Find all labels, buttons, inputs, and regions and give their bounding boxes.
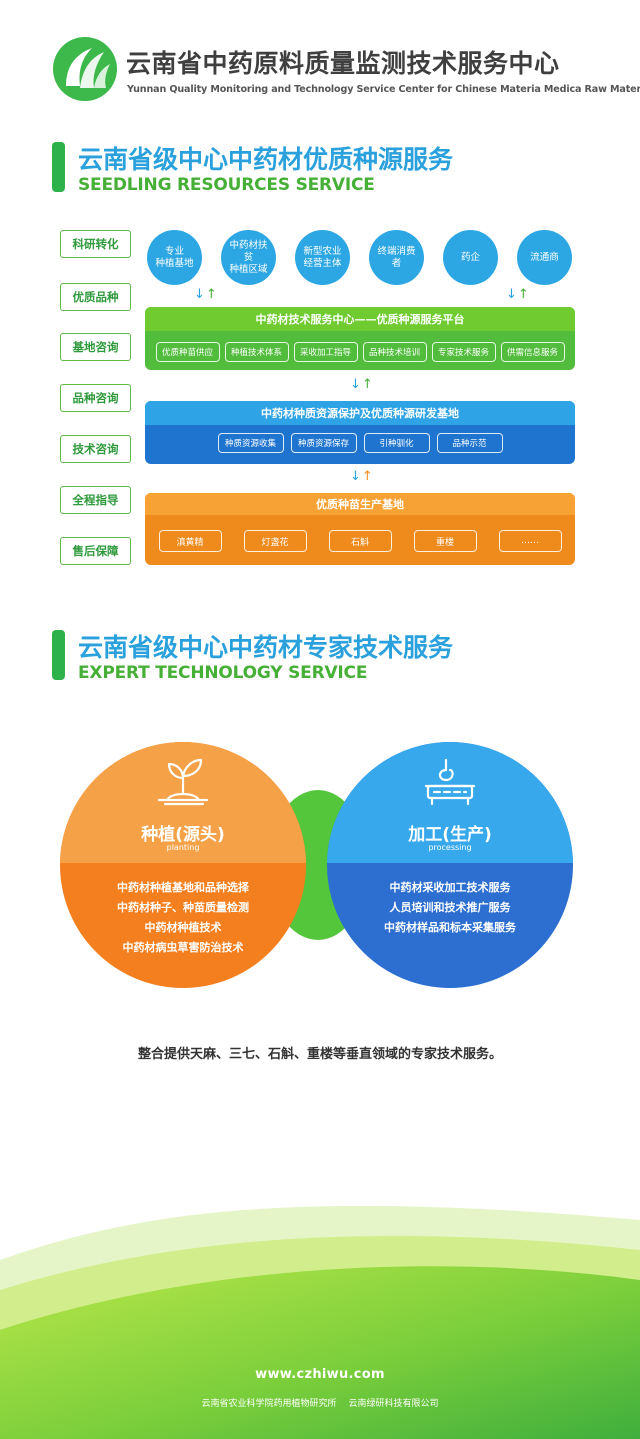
service-platform-panel: 中药材技术服务中心——优质种源服务平台 优质种苗供应 种植技术体系 采收加工指导…: [145, 307, 575, 370]
base-item: 引种驯化: [363, 433, 430, 453]
list-item: 中药材种子、种苗质量检测: [117, 901, 249, 914]
section-title-zh: 云南省级中心中药材专家技术服务: [78, 633, 454, 662]
processing-title: 加工(生产): [408, 825, 492, 845]
tag-after-sales: 售后保障: [60, 537, 131, 565]
base-item: 种质资源保存: [290, 433, 357, 453]
arrow-down-icon: ↓: [350, 469, 361, 484]
flow-arrows: ↓↑: [506, 288, 529, 301]
footer-organizations: 云南省农业科学院药用植物研究所 云南绿研科技有限公司: [0, 1396, 640, 1409]
list-item: 中药材病虫草害防治技术: [122, 941, 244, 954]
arrow-up-icon: ↑: [205, 287, 217, 302]
production-item: 滇黄精: [158, 530, 222, 552]
client-label-line1: 专业: [164, 245, 184, 257]
list-item: 中药材种植基地和品种选择: [117, 881, 249, 894]
platform-item: 供需信息服务: [500, 342, 565, 362]
circle-header: 加工(生产) processing: [327, 742, 573, 863]
flow-arrows: ↓↑: [350, 470, 373, 483]
planting-subtitle: planting: [166, 843, 200, 852]
processing-machine-icon: [424, 758, 476, 806]
base-item: 种质资源收集: [217, 433, 284, 453]
production-item: 石斛: [328, 530, 392, 552]
org-name: 云南省中药原料质量监测技术服务中心: [126, 49, 560, 78]
client-circle: 流通商: [517, 230, 572, 285]
seedling-production-panel: 优质种苗生产基地 滇黄精 灯盏花 石斛 重楼 ……: [145, 493, 575, 565]
footer-org-name: 云南绿研科技有限公司: [348, 1399, 439, 1409]
base-item: 品种示范: [436, 433, 503, 453]
section-accent-bar: [52, 630, 65, 680]
client-label-line1: 中药材扶贫: [229, 239, 268, 263]
panel-title: 优质种苗生产基地: [145, 493, 575, 515]
section-title-seedling: 云南省级中心中药材优质种源服务 SEEDLING RESOURCES SERVI…: [52, 140, 592, 196]
arrow-down-icon: ↓: [506, 287, 517, 302]
section-title-en: EXPERT TECHNOLOGY SERVICE: [78, 663, 368, 683]
client-label-line2: 种植基地: [155, 257, 194, 269]
section-title-zh: 云南省级中心中药材优质种源服务: [78, 145, 454, 174]
pill-row: 种质资源收集 种质资源保存 引种驯化 品种示范: [145, 433, 575, 453]
planting-services-list: 中药材种植基地和品种选择 中药材种子、种苗质量检测 中药材种植技术 中药材病虫草…: [60, 878, 306, 958]
platform-item: 品种技术培训: [362, 342, 427, 362]
platform-item: 种植技术体系: [224, 342, 289, 362]
flow-arrows: ↓↑: [350, 378, 373, 391]
org-name-english: Yunnan Quality Monitoring and Technology…: [127, 84, 640, 95]
processing-services-list: 中药材采收加工技术服务 人员培训和技术推广服务 中药材样品和标本采集服务: [327, 878, 573, 938]
tag-base-consulting: 基地咨询: [60, 333, 131, 361]
arrow-up-icon: ↑: [361, 377, 373, 392]
tag-research-transfer: 科研转化: [60, 230, 131, 258]
production-item: 重楼: [413, 530, 477, 552]
footer-wave-background: [0, 1205, 640, 1439]
section-accent-bar: [52, 142, 65, 192]
platform-item: 专家技术服务: [431, 342, 496, 362]
production-item: 灯盏花: [243, 530, 307, 552]
client-label-line2: 经营主体: [303, 257, 342, 269]
pill-row: 优质种苗供应 种植技术体系 采收加工指导 品种技术培训 专家技术服务 供需信息服…: [145, 342, 575, 362]
expert-summary-text: 整合提供天麻、三七、石斛、重楼等垂直领域的专家技术服务。: [137, 1047, 502, 1062]
section-title-en: SEEDLING RESOURCES SERVICE: [78, 175, 375, 195]
planting-title: 种植(源头): [141, 825, 225, 845]
list-item: 中药材采收加工技术服务: [389, 881, 511, 894]
tag-quality-variety: 优质品种: [60, 283, 131, 311]
arrow-down-icon: ↓: [194, 287, 205, 302]
footer-website-link[interactable]: www.czhiwu.com: [255, 1367, 385, 1382]
client-circle: 药企: [443, 230, 498, 285]
tag-full-guidance: 全程指导: [60, 486, 131, 514]
section-title-expert: 云南省级中心中药材专家技术服务 EXPERT TECHNOLOGY SERVIC…: [52, 628, 592, 684]
client-circle: 新型农业经营主体: [295, 230, 350, 285]
germplasm-base-panel: 中药材种质资源保护及优质种源研发基地 种质资源收集 种质资源保存 引种驯化 品种…: [145, 401, 575, 464]
tag-variety-consulting: 品种咨询: [60, 384, 131, 412]
circle-header: 种植(源头) planting: [60, 742, 306, 863]
client-circle: 终端消费者: [369, 230, 424, 285]
planting-circle: 种植(源头) planting 中药材种植基地和品种选择 中药材种子、种苗质量检…: [60, 742, 306, 988]
footer-org-name: 云南省农业科学院药用植物研究所: [201, 1399, 337, 1409]
client-circle: 中药材扶贫种植区域: [221, 230, 276, 285]
list-item: 中药材种植技术: [144, 921, 222, 934]
client-label-line1: 药企: [460, 251, 480, 263]
pill-row: 滇黄精 灯盏花 石斛 重楼 ……: [145, 530, 575, 552]
platform-item: 采收加工指导: [293, 342, 358, 362]
center-logo-icon: [53, 37, 117, 101]
panel-title: 中药材种质资源保护及优质种源研发基地: [145, 401, 575, 425]
client-label-line1: 新型农业: [303, 245, 342, 257]
production-item: ……: [498, 530, 562, 552]
sprout-icon: [157, 758, 209, 806]
client-label-line2: 种植区域: [229, 263, 268, 275]
client-label-line1: 终端消费者: [377, 245, 416, 269]
list-item: 中药材样品和标本采集服务: [384, 921, 516, 934]
panel-title: 中药材技术服务中心——优质种源服务平台: [145, 307, 575, 331]
header: 云南省中药原料质量监测技术服务中心 Yunnan Quality Monitor…: [0, 0, 640, 115]
flow-arrows: ↓↑: [194, 288, 217, 301]
arrow-up-icon: ↑: [517, 287, 529, 302]
tag-technical-consulting: 技术咨询: [60, 435, 131, 463]
platform-item: 优质种苗供应: [155, 342, 220, 362]
client-circle: 专业种植基地: [147, 230, 202, 285]
arrow-down-icon: ↓: [350, 377, 361, 392]
client-label-line1: 流通商: [530, 251, 559, 263]
list-item: 人员培训和技术推广服务: [389, 901, 511, 914]
processing-subtitle: processing: [428, 843, 472, 852]
arrow-up-icon: ↑: [361, 469, 373, 484]
processing-circle: 加工(生产) processing 中药材采收加工技术服务 人员培训和技术推广服…: [327, 742, 573, 988]
